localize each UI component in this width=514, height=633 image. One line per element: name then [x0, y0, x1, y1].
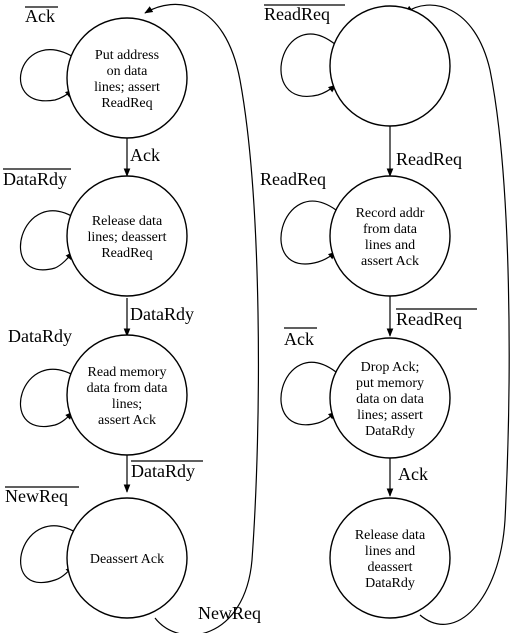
left-state-1	[66, 17, 188, 139]
right-selfloop-3	[280, 361, 337, 426]
left-state-3-line: lines;	[112, 397, 142, 412]
label-right-transition-1: ReadReq	[396, 149, 462, 169]
left-state-3-line: assert Ack	[98, 413, 156, 428]
right-state-3-line: lines; assert	[357, 408, 423, 423]
label-right-transition-3: Ack	[398, 464, 428, 484]
label-left-selfloop-2: DataRdy	[3, 169, 67, 189]
left-state-3	[66, 334, 188, 456]
right-state-3-line: data on data	[356, 392, 424, 407]
left-return-edge	[144, 3, 260, 633]
left-state-2-line: lines; deassert	[88, 230, 167, 245]
label-left-selfloop-3: DataRdy	[8, 326, 72, 346]
right-selfloop-1	[280, 33, 337, 98]
left-state-3-line: data from data	[87, 381, 169, 396]
left-selfloop-4	[20, 525, 81, 583]
right-state-4-line: DataRdy	[365, 576, 415, 591]
right-state-1	[329, 5, 451, 127]
right-state-4	[329, 497, 451, 619]
right-state-2-line: from data	[363, 222, 418, 237]
left-fsm	[19, 3, 260, 633]
right-state-2-line: lines and	[365, 238, 415, 253]
label-left-return: NewReq	[198, 603, 261, 623]
left-state-1-line: lines; assert	[94, 80, 160, 95]
right-state-3	[329, 337, 451, 459]
label-right-selfloop-3: Ack	[284, 329, 314, 349]
left-selfloop-3	[20, 368, 79, 428]
left-state-4-line: Deassert Ack	[90, 552, 164, 567]
label-right-transition-2: ReadReq	[396, 309, 462, 329]
right-state-3-line: DataRdy	[365, 424, 415, 439]
label-right-selfloop-1: ReadReq	[264, 4, 330, 24]
left-state-4	[66, 497, 188, 619]
left-state-2-line: ReadReq	[101, 246, 152, 261]
left-state-1-line: ReadReq	[101, 96, 152, 111]
label-left-selfloop-4: NewReq	[5, 486, 68, 506]
right-state-3-line: Drop Ack;	[361, 360, 420, 375]
label-left-transition-1: Ack	[130, 145, 160, 165]
right-state-4-line: deassert	[367, 560, 412, 575]
right-state-2	[329, 175, 451, 297]
label-right-selfloop-2: ReadReq	[260, 169, 326, 189]
label-left-transition-2: DataRdy	[130, 304, 194, 324]
left-state-2-line: Release data	[92, 214, 163, 229]
left-selfloop-2	[20, 210, 79, 271]
label-left-selfloop-1: Ack	[25, 6, 55, 26]
right-state-4-line: lines and	[365, 544, 415, 559]
right-state-2-line: Record addr	[356, 206, 425, 221]
right-state-4-line: Release data	[355, 528, 426, 543]
right-fsm	[280, 4, 510, 625]
right-state-3-line: put memory	[356, 376, 424, 391]
left-state-1-line: Put address	[95, 48, 159, 63]
right-state-2-line: assert Ack	[361, 254, 419, 269]
label-left-transition-3: DataRdy	[131, 461, 195, 481]
left-state-2	[66, 175, 188, 297]
right-selfloop-2	[280, 200, 337, 265]
left-state-1-line: on data	[107, 64, 149, 79]
right-return-edge	[404, 4, 510, 625]
left-state-3-line: Read memory	[88, 365, 167, 380]
left-selfloop-1	[19, 49, 79, 102]
